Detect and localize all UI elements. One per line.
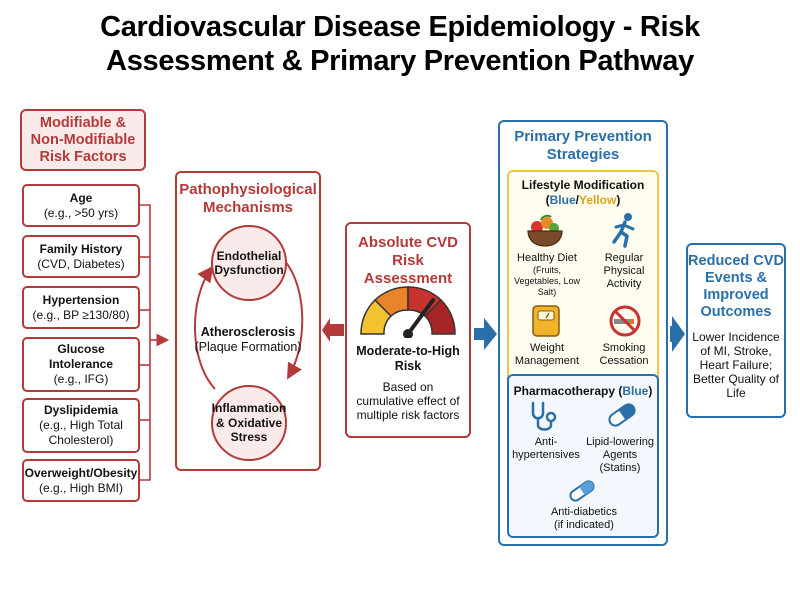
outcome-title: Reduced CVD Events & Improved Outcomes	[688, 253, 784, 320]
antihypertensives-label: Anti-hypertensives	[512, 436, 580, 461]
risk-assessment-panel: Absolute CVD Risk Assessment Moderate-to…	[345, 222, 471, 438]
antidiabetics-detail: (if indicated)	[554, 519, 614, 531]
title-line-2: Assessment & Primary Prevention Pathway	[106, 45, 694, 77]
lifestyle-tag-yellow: Yellow	[579, 193, 617, 207]
inflammation-node: Inflammation & Oxidative Stress	[211, 385, 287, 461]
mechanisms-panel: Pathophysiological Mechanisms Endothelia…	[175, 171, 321, 471]
mechanism-cycle-arrows	[194, 254, 304, 390]
risk-factor-title: Glucose Intolerance	[48, 342, 114, 371]
risk-factors-header-text: Modifiable & Non-Modifiable Risk Factors	[30, 114, 136, 165]
risk-factor-detail: (e.g., High Total Cholesterol)	[39, 418, 123, 447]
risk-factor-title: Family History	[39, 241, 123, 256]
risk-assessment-description: Based on cumulative effect of multiple r…	[356, 380, 460, 422]
inflammation-label: Inflammation & Oxidative Stress	[211, 401, 287, 445]
mechanisms-title: Pathophysiological Mechanisms	[179, 181, 317, 216]
risk-factor-title: Hypertension	[42, 292, 120, 307]
lifestyle-tag-close: )	[616, 193, 621, 207]
risk-gauge-icon	[360, 286, 456, 338]
lipid-lowering-detail: (Statins)	[599, 462, 641, 474]
stethoscope-icon	[531, 401, 557, 431]
smoking-cessation-label: Smoking Cessation	[599, 342, 649, 367]
risk-factor-title: Age	[69, 190, 93, 205]
risk-factor-age: Age (e.g., >50 yrs)	[22, 184, 140, 227]
risk-factor-detail: (e.g., BP ≥130/80)	[32, 307, 130, 322]
endothelial-dysfunction-label: Endothelial Dysfunction	[214, 248, 284, 278]
risk-factor-glucose: Glucose Intolerance (e.g., IFG)	[22, 337, 140, 392]
running-person-icon	[612, 213, 635, 248]
capsule-icon	[569, 480, 595, 502]
outcome-panel: Reduced CVD Events & Improved Outcomes L…	[686, 243, 786, 418]
risk-level-text: Moderate-to-High Risk	[356, 344, 460, 373]
pharmacotherapy-tag-open: (	[615, 384, 623, 398]
risk-factor-detail: (e.g., High BMI)	[38, 480, 124, 495]
healthy-diet-label: Healthy Diet (Fruits, Vegetables, Low Sa…	[511, 252, 583, 298]
risk-factor-detail: (e.g., >50 yrs)	[43, 205, 119, 220]
risk-factors-header: Modifiable & Non-Modifiable Risk Factors	[20, 109, 146, 171]
pharmacotherapy-title-text: Pharmacotherapy	[513, 384, 615, 398]
lifestyle-title: Lifestyle Modification	[521, 178, 645, 192]
antidiabetics-label: Anti-diabetics (if indicated)	[529, 506, 639, 532]
antidiabetics-title: Anti-diabetics	[550, 506, 618, 518]
risk-assessment-title: Absolute CVD Risk Assessment	[357, 234, 458, 287]
atherosclerosis-detail: (Plaque Formation)	[194, 340, 302, 354]
weight-management-label: Weight Management	[514, 342, 580, 367]
healthy-diet-title: Healthy Diet	[517, 252, 577, 264]
pharmacotherapy-panel: Pharmacotherapy (Blue) Anti-hypertensive…	[507, 374, 659, 538]
salad-bowl-icon	[527, 214, 563, 247]
atherosclerosis-node: Atherosclerosis (Plaque Formation)	[177, 325, 319, 355]
scale-icon	[532, 305, 560, 337]
pharmacotherapy-tag-close: )	[648, 384, 653, 398]
endothelial-dysfunction-node: Endothelial Dysfunction	[211, 225, 287, 301]
risk-factor-dyslipidemia: Dyslipidemia (e.g., High Total Cholester…	[22, 398, 140, 453]
prevention-panel: Primary Prevention Strategies Lifestyle …	[498, 120, 668, 546]
physical-activity-label: Regular Physical Activity	[603, 252, 645, 290]
atherosclerosis-title: Atherosclerosis	[200, 325, 296, 339]
pharmacotherapy-tag-blue: Blue	[622, 384, 649, 398]
pharmacotherapy-title: Pharmacotherapy (Blue)	[509, 384, 657, 399]
lifestyle-tag: (Blue/Yellow)	[509, 193, 657, 208]
arrow-mech-to-risk	[322, 318, 344, 342]
arrow-prevention-to-outcome	[670, 316, 685, 352]
prevention-title: Primary Prevention Strategies	[514, 128, 652, 163]
lifestyle-tag-sep: /	[575, 193, 579, 207]
risk-factor-detail: (e.g., IFG)	[53, 372, 109, 386]
title-line-1: Cardiovascular Disease Epidemiology - Ri…	[100, 11, 700, 43]
lipid-lowering-title: Lipid-lowering Agents	[586, 436, 654, 461]
healthy-diet-detail: (Fruits, Vegetables, Low Salt)	[513, 265, 581, 297]
pill-capsule-icon	[608, 403, 636, 427]
page-title: Cardiovascular Disease Epidemiology - Ri…	[0, 10, 800, 78]
lifestyle-tag-open: (	[545, 193, 550, 207]
risk-factor-title: Overweight/Obesity	[24, 465, 138, 480]
risk-factor-title: Dyslipidemia	[43, 403, 119, 417]
lifestyle-tag-blue: Blue	[549, 193, 576, 207]
arrow-risk-to-prevention	[474, 318, 497, 350]
risk-factor-obesity: Overweight/Obesity (e.g., High BMI)	[22, 459, 140, 502]
risk-factor-bracket	[140, 204, 170, 481]
risk-factor-family-history: Family History (CVD, Diabetes)	[22, 235, 140, 278]
outcome-description: Lower Incidence of MI, Stroke, Heart Fai…	[692, 330, 780, 400]
risk-factor-hypertension: Hypertension (e.g., BP ≥130/80)	[22, 286, 140, 329]
no-smoking-icon	[609, 305, 641, 337]
risk-factor-detail: (CVD, Diabetes)	[37, 256, 125, 271]
lipid-lowering-label: Lipid-lowering Agents (Statins)	[581, 436, 659, 475]
